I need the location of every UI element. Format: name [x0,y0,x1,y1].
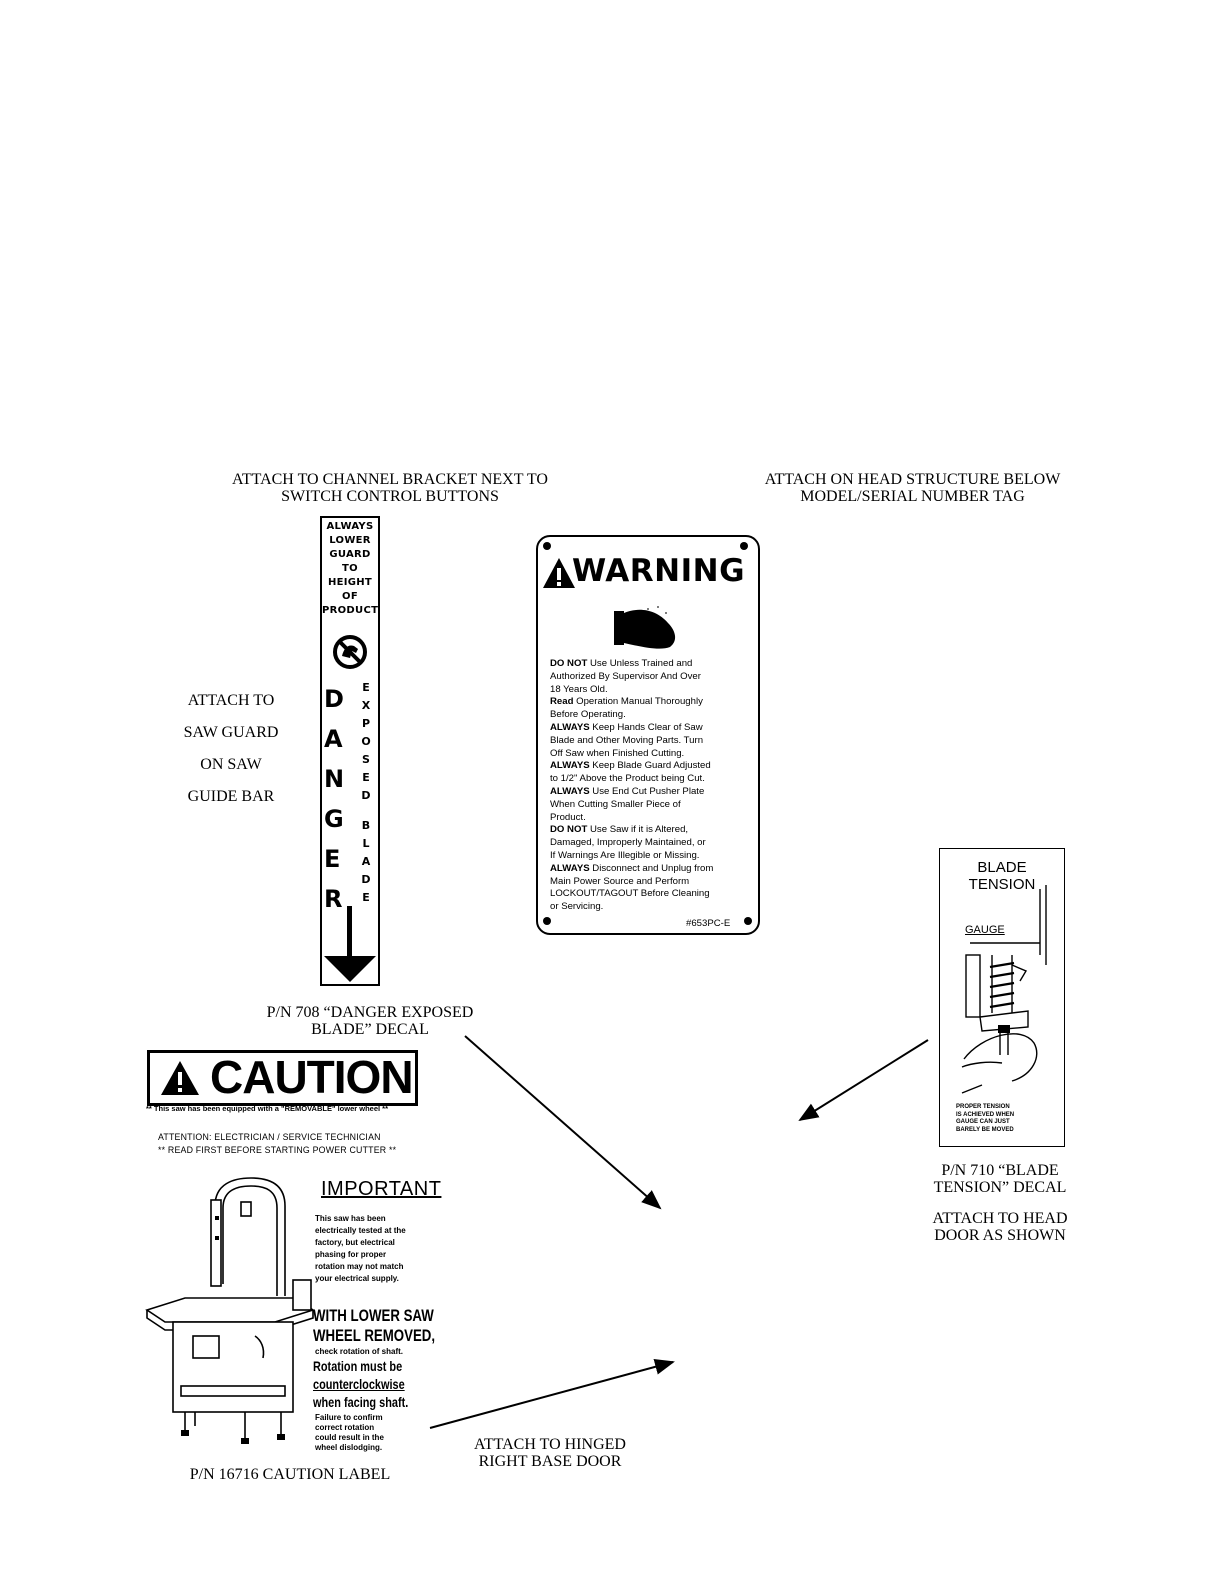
warning-line: Damaged, Improperly Maintained, or [550,837,706,849]
warning-line: Authorized By Supervisor And Over [550,670,701,682]
lower-saw-heading-1: WITH LOWER SAW [313,1306,434,1325]
warning-body: DO NOT Use Unless Trained and Authorized… [550,658,755,914]
warning-line: Read Operation Manual Thoroughly [550,696,703,708]
saw-guard-attach-text: ATTACH TO SAW GUARD ON SAW GUIDE BAR [183,692,279,805]
important-title: IMPORTANT [321,1178,442,1200]
top-left-caption: ATTACH TO CHANNEL BRACKET NEXT TO SWITCH… [232,471,548,505]
base-door-caption: ATTACH TO HINGED RIGHT BASE DOOR [474,1436,626,1470]
warning-line: ALWAYS Disconnect and Unplug from [550,862,714,874]
rotation-text-1: Rotation must be [313,1358,403,1374]
warning-line: If Warnings Are Illegible or Missing. [550,849,700,861]
danger-decal-caption: P/N 708 “DANGER EXPOSED BLADE” DECAL [266,1004,474,1038]
warning-line: Before Operating. [550,709,626,721]
blade-tension-caption: P/N 710 “BLADE TENSION” DECAL [933,1162,1067,1196]
lower-saw-heading-2: WHEEL REMOVED, [313,1326,436,1345]
danger-letter-e: E [324,845,341,873]
top-right-caption: ATTACH ON HEAD STRUCTURE BELOW MODEL/SER… [764,471,1061,505]
mount-hole-bottom-left [543,917,551,925]
caution-banner: CAUTION [147,1050,418,1106]
warning-line: 18 Years Old. [550,683,608,695]
mount-hole-top-right [740,542,748,550]
arrow-caution-to-base [429,1358,675,1429]
danger-letter-g: G [324,805,344,833]
blade-tension-decal: BLADE TENSION GAUGE PROPER TENSION IS AC… [939,848,1065,1147]
failure-text: Failure to confirm correct rotation coul… [315,1413,384,1452]
danger-exposed-blade-decal: ALWAYS LOWER GUARD TO HEIGHT OF PRODUCT … [320,516,380,986]
attention-line-2: ** READ FIRST BEFORE STARTING POWER CUTT… [158,1145,397,1155]
caution-label-caption: P/N 16716 CAUTION LABEL [189,1466,391,1483]
exposed-blade-letters: E X P O S E D B L A D E [361,681,371,904]
caution-subtitle: ** This saw has been equipped with a "RE… [146,1104,389,1113]
caution-title: CAUTION [210,1051,414,1103]
check-rotation-text: check rotation of shaft. [315,1347,404,1356]
arrow-danger-to-head [464,1035,662,1210]
tension-gauge-illustration [961,885,1047,1094]
warning-decal: WARNING DO NOT Use Unless Trained and Au… [536,535,760,935]
mount-hole-bottom-right [744,917,752,925]
blade-tension-title: BLADE TENSION [968,859,1036,893]
warning-line: LOCKOUT/TAGOUT Before Cleaning [550,888,710,900]
warning-line: Main Power Source and Perform [550,875,690,887]
warning-part-number: #653PC-E [686,918,731,929]
warning-line: When Cutting Smaller Piece of [550,798,681,810]
danger-top-text: ALWAYS LOWER GUARD TO HEIGHT OF PRODUCT [322,521,379,616]
proper-tension-note: PROPER TENSION IS ACHIEVED WHEN GAUGE CA… [956,1104,1015,1133]
rotation-text-2: counterclockwise [313,1376,405,1392]
danger-letter-n: N [324,765,345,793]
head-door-attach-text: ATTACH TO HEAD DOOR AS SHOWN [932,1210,1068,1244]
warning-line: DO NOT Use Saw if it is Altered, [550,824,689,836]
danger-letter-r: R [324,885,343,913]
rotation-text-3: when facing shaft. [313,1394,409,1410]
warning-title: WARNING [572,553,746,589]
caution-triangle-icon [161,1061,199,1095]
warning-triangle-icon [543,558,575,588]
down-arrow-icon [324,906,376,982]
band-saw-illustration [145,1177,315,1444]
no-hands-icon [333,635,367,669]
warning-line: Product. [550,811,586,823]
warning-line: ALWAYS Keep Hands Clear of Saw [550,721,703,733]
danger-letter-a: A [324,725,343,753]
mount-hole-top-left [543,542,551,550]
warning-line: to 1/2" Above the Product being Cut. [550,773,705,785]
warning-line: ALWAYS Use End Cut Pusher Plate [550,785,705,797]
warning-line: ALWAYS Keep Blade Guard Adjusted [550,760,711,772]
warning-line: Blade and Other Moving Parts. Turn [550,734,704,746]
important-text: This saw has been electrically tested at… [315,1214,406,1283]
gauge-label: GAUGE [965,924,1005,936]
danger-letter-d: D [324,685,344,713]
attention-line-1: ATTENTION: ELECTRICIAN / SERVICE TECHNIC… [158,1132,381,1142]
arrow-tension-to-door [798,1039,929,1122]
warning-line: DO NOT Use Unless Trained and [550,658,693,669]
hand-icon [614,606,676,649]
warning-line: Off Saw when Finished Cutting. [550,747,685,759]
warning-line: or Servicing. [550,901,604,913]
